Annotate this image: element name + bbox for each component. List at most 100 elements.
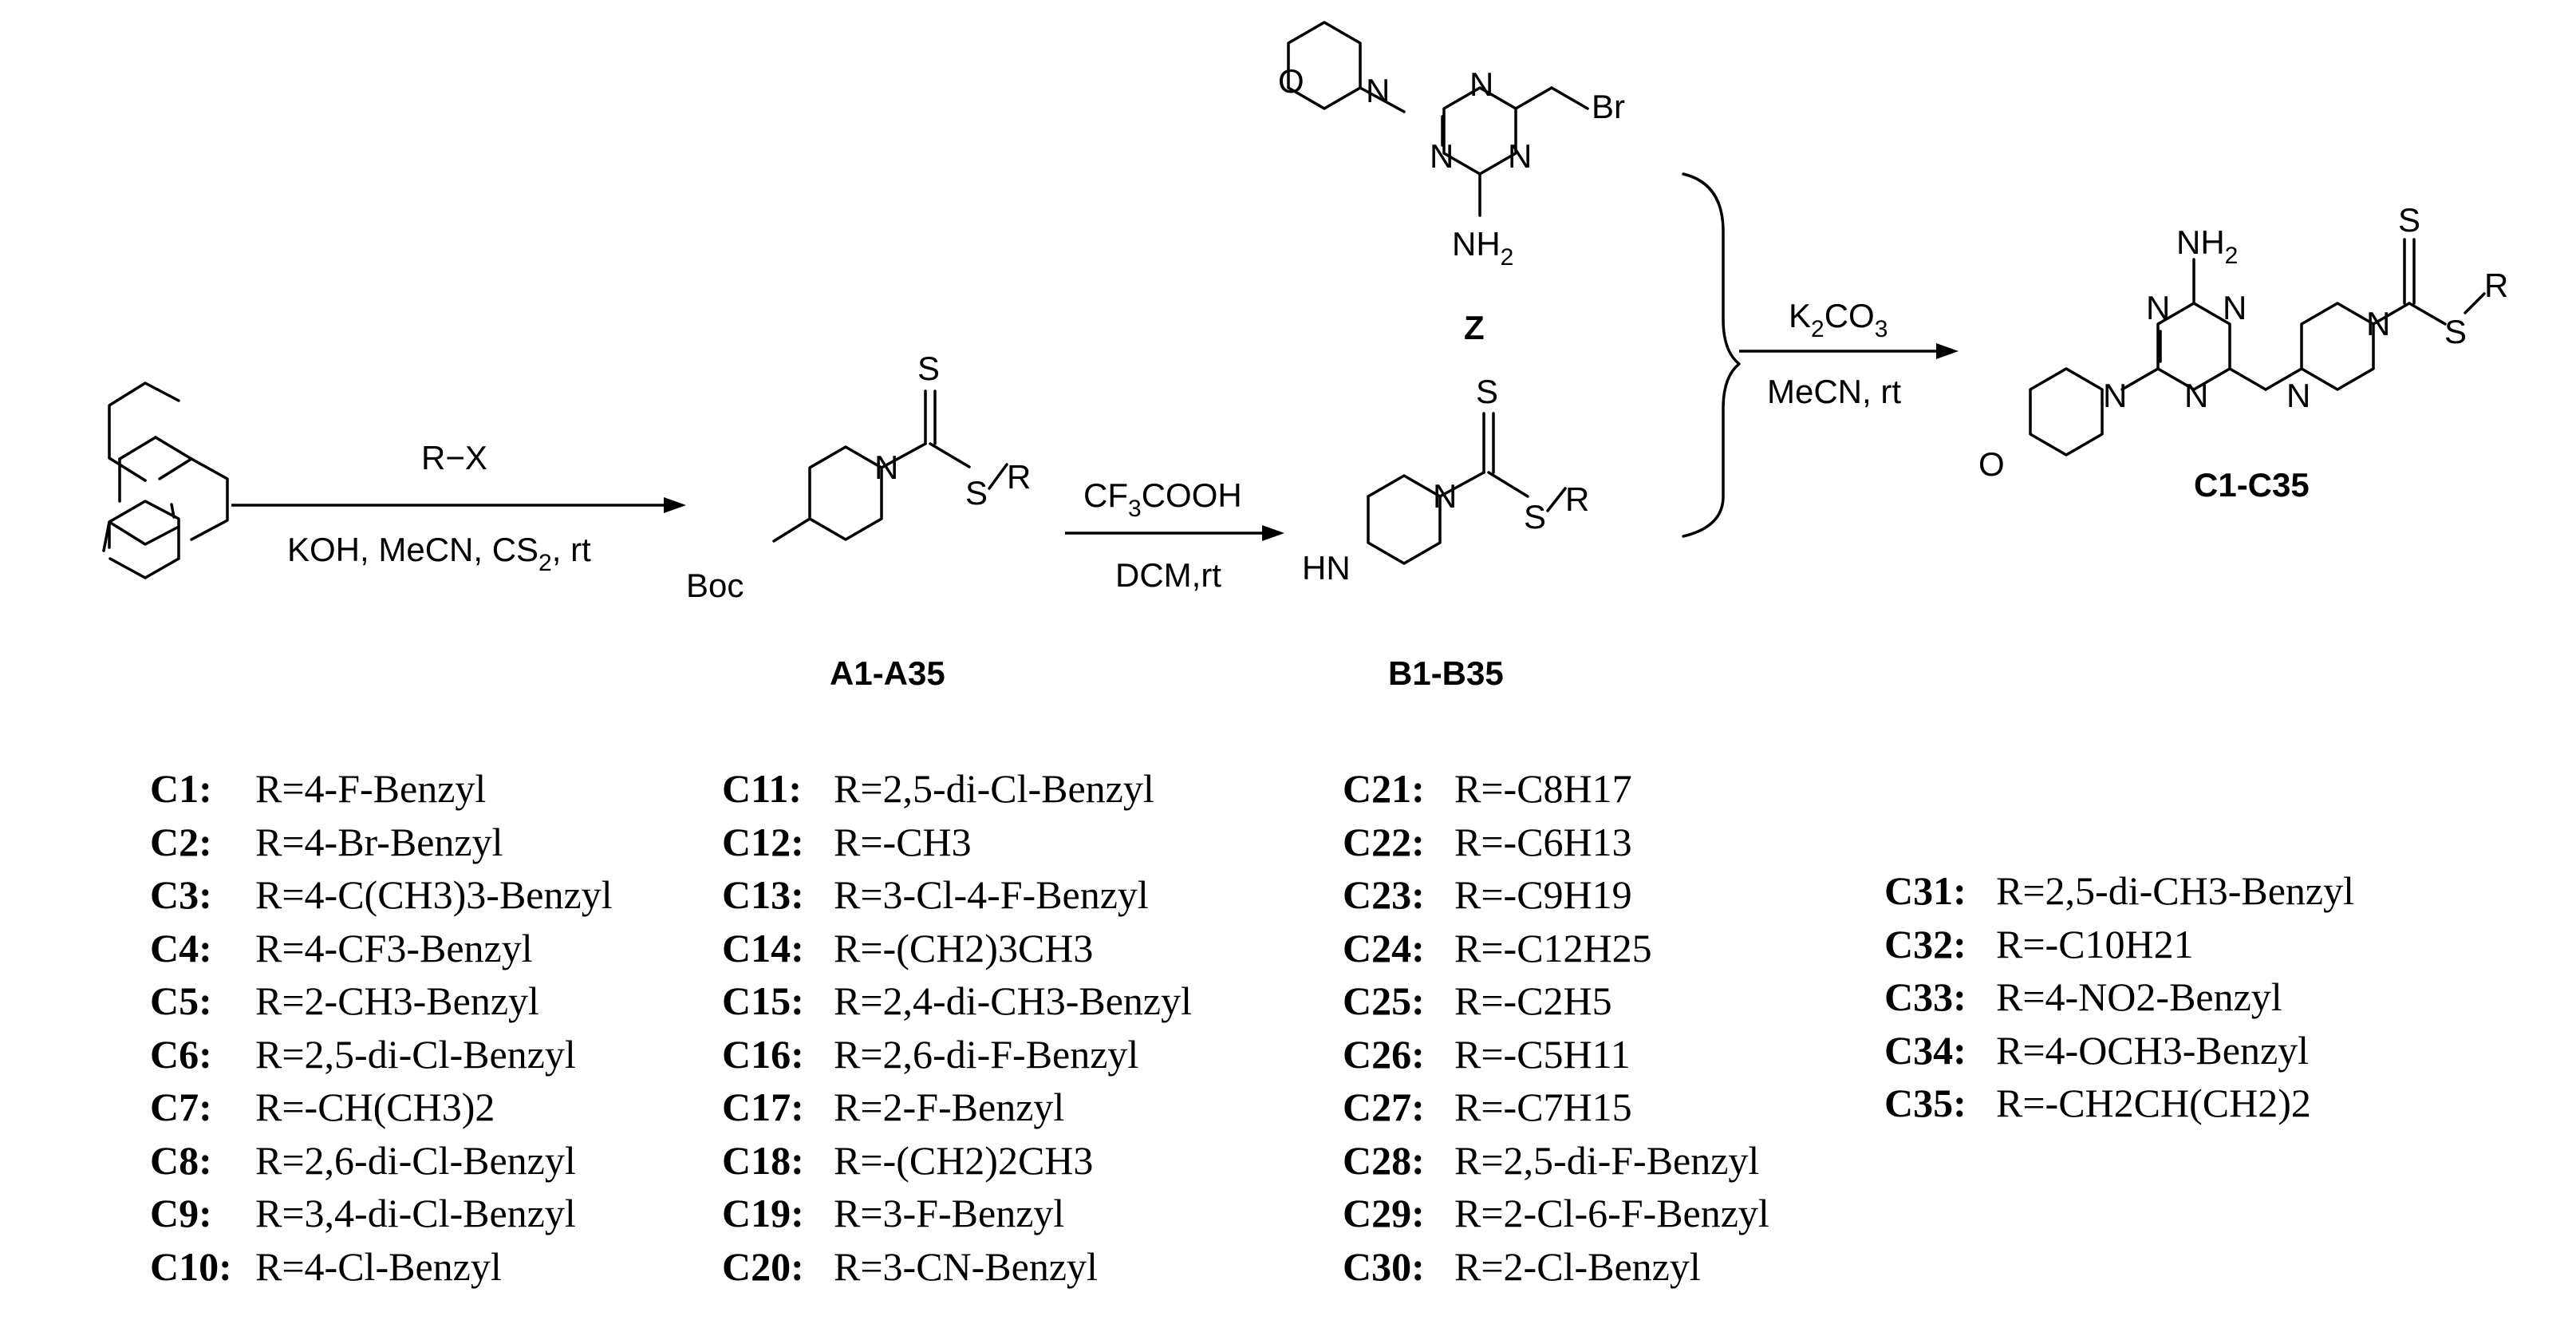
substituent-row: C9:R=3,4-di-Cl-Benzyl — [150, 1187, 613, 1240]
compound-code: C3: — [150, 872, 212, 917]
atom-nh2-c: NH2 — [2176, 223, 2238, 269]
substituent-text: R=2-Cl-Benzyl — [1454, 1243, 1701, 1289]
substituent-text: R=-C2H5 — [1454, 978, 1612, 1023]
substituent-row: C8:R=2,6-di-Cl-Benzyl — [150, 1134, 613, 1188]
reagent-step3-bottom: MeCN, rt — [1767, 373, 1901, 410]
arrow-step2 — [1065, 525, 1284, 541]
compound-code: C15: — [722, 978, 804, 1023]
substituent-row: C23: R=-C9H19 — [1343, 868, 1769, 922]
substituent-row: C27:R=-C7H15 — [1343, 1081, 1769, 1134]
substituent-text: R=2,5-di-CH3-Benzyl — [1996, 868, 2354, 913]
substituent-text: R=4-Br-Benzyl — [255, 819, 503, 864]
atom-s-thio-a: S — [965, 474, 988, 512]
substituent-row: C30: R=2-Cl-Benzyl — [1343, 1240, 1769, 1294]
compound-code: C21: — [1343, 766, 1425, 811]
product-c — [2029, 238, 2486, 456]
substituent-text: R=2,6-di-F-Benzyl — [834, 1031, 1139, 1077]
intermediate-a — [772, 389, 1008, 543]
label-a: A1-A35 — [830, 654, 945, 692]
compound-code: C12: — [722, 819, 804, 864]
substituent-row: C17:R=2-F-Benzyl — [722, 1081, 1192, 1134]
substituent-row: C32:R=-C10H21 — [1884, 918, 2354, 971]
compound-code: C30: — [1343, 1243, 1425, 1289]
substituent-row: C15: R=2,4-di-CH3-Benzyl — [722, 974, 1192, 1028]
substituent-text: R=-C9H19 — [1454, 872, 1632, 917]
atom-nh2-z: NH2 — [1452, 225, 1513, 271]
substituent-text: R=3-F-Benzyl — [834, 1191, 1065, 1235]
atom-s-thione-c: S — [2398, 201, 2420, 239]
substituent-row: C5:R=2-CH3-Benzyl — [150, 974, 613, 1028]
compound-code: C24: — [1343, 925, 1425, 970]
compound-code: C32: — [1884, 921, 1967, 966]
compound-code: C4: — [150, 925, 212, 970]
reagent-step2-top: CF3COOH — [1083, 476, 1242, 522]
substituent-row: C29:R=2-Cl-6-F-Benzyl — [1343, 1187, 1769, 1240]
substituent-row: C34:R=4-OCH3-Benzyl — [1884, 1024, 2354, 1077]
substituent-text: R=3-Cl-4-F-Benzyl — [834, 872, 1149, 917]
atom-r-b: R — [1565, 480, 1589, 518]
arrow-step1 — [231, 497, 686, 513]
substituent-row: C11: R=2,5-di-Cl-Benzyl — [722, 762, 1192, 816]
atom-n-c-3: N — [2184, 377, 2208, 414]
substituent-text: R=-CH3 — [834, 819, 972, 864]
substituent-row: C12: R=-CH3 — [722, 816, 1192, 869]
compound-code: C23: — [1343, 872, 1425, 917]
compound-code: C7: — [150, 1085, 212, 1129]
substituent-row: C28: R=2,5-di-F-Benzyl — [1343, 1134, 1769, 1188]
substituent-row: C3: R=4-C(CH3)3-Benzyl — [150, 868, 613, 922]
atom-s-thione-b: S — [1476, 373, 1498, 410]
substituent-row: C31: R=2,5-di-CH3-Benzyl — [1884, 864, 2354, 918]
intermediate-b — [1367, 412, 1567, 565]
compound-code: C8: — [150, 1137, 212, 1183]
atom-r-a: R — [1007, 458, 1031, 496]
compound-code: C14: — [722, 925, 804, 970]
substituent-text: R=4-NO2-Benzyl — [1996, 974, 2282, 1019]
substituent-row: C1:R=4-F-Benzyl — [150, 762, 613, 816]
substituent-text: R=-(CH2)2CH3 — [834, 1137, 1094, 1183]
substituent-column-2: C11: R=2,5-di-Cl-Benzyl C12: R=-CH3 C13:R=… — [722, 762, 1192, 1293]
substituent-text: R=2,5-di-Cl-Benzyl — [834, 766, 1154, 811]
compound-code: C31: — [1884, 868, 1967, 913]
atom-s-thio-b: S — [1524, 498, 1546, 536]
substituent-text: R=4-OCH3-Benzyl — [1996, 1027, 2310, 1073]
substituent-row: C19:R=3-F-Benzyl — [722, 1187, 1192, 1240]
reagent-z — [1287, 21, 1589, 217]
compound-code: C20: — [722, 1243, 804, 1289]
substituent-text: R=-C8H17 — [1454, 766, 1632, 811]
combine-brace — [1682, 172, 1741, 538]
compound-code: C25: — [1343, 978, 1425, 1023]
substituent-text: R=4-CF3-Benzyl — [255, 925, 533, 970]
substituent-text: R=-(CH2)3CH3 — [834, 925, 1094, 970]
atom-n-z-morph: N — [1366, 72, 1390, 109]
label-b: B1-B35 — [1388, 654, 1504, 692]
substituent-text: R=2,4-di-CH3-Benzyl — [834, 978, 1192, 1023]
substituent-text: R=2,5-di-F-Benzyl — [1454, 1137, 1760, 1183]
substituent-row: C13:R=3-Cl-4-F-Benzyl — [722, 868, 1192, 922]
atom-n-z-1: N — [1469, 65, 1493, 103]
substituent-row: C16:R=2,6-di-F-Benzyl — [722, 1028, 1192, 1081]
compound-code: C26: — [1343, 1031, 1425, 1077]
substituent-row: C6:R=2,5-di-Cl-Benzyl — [150, 1028, 613, 1081]
compound-code: C11: — [722, 766, 802, 811]
substituent-row: C4: R=4-CF3-Benzyl — [150, 922, 613, 975]
atom-s-thione-a: S — [917, 350, 940, 387]
compound-code: C28: — [1343, 1137, 1425, 1183]
atom-n-z-3: N — [1508, 137, 1532, 175]
arrow-step3 — [1739, 343, 1959, 359]
boc-piperazine — [102, 381, 229, 579]
compound-code: C22: — [1343, 819, 1425, 864]
atom-o-z: O — [1278, 62, 1304, 100]
substituent-text: R=-C6H13 — [1454, 819, 1632, 864]
substituent-row: C25: R=-C2H5 — [1343, 974, 1769, 1028]
compound-code: C5: — [150, 978, 212, 1023]
substituent-text: R=2,5-di-Cl-Benzyl — [255, 1031, 576, 1077]
compound-code: C9: — [150, 1191, 212, 1235]
substituent-column-3: C21: R=-C8H17 C22: R=-C6H13 C23: R=-C9H19 C… — [1343, 762, 1769, 1293]
compound-code: C18: — [722, 1137, 804, 1183]
substituent-text: R=4-C(CH3)3-Benzyl — [255, 872, 613, 917]
atom-o-c: O — [1978, 445, 2005, 483]
substituent-column-4: C31: R=2,5-di-CH3-Benzyl C32:R=-C10H21 C3… — [1884, 864, 2354, 1130]
compound-code: C27: — [1343, 1085, 1425, 1129]
substituent-text: R=-C5H11 — [1454, 1031, 1631, 1077]
